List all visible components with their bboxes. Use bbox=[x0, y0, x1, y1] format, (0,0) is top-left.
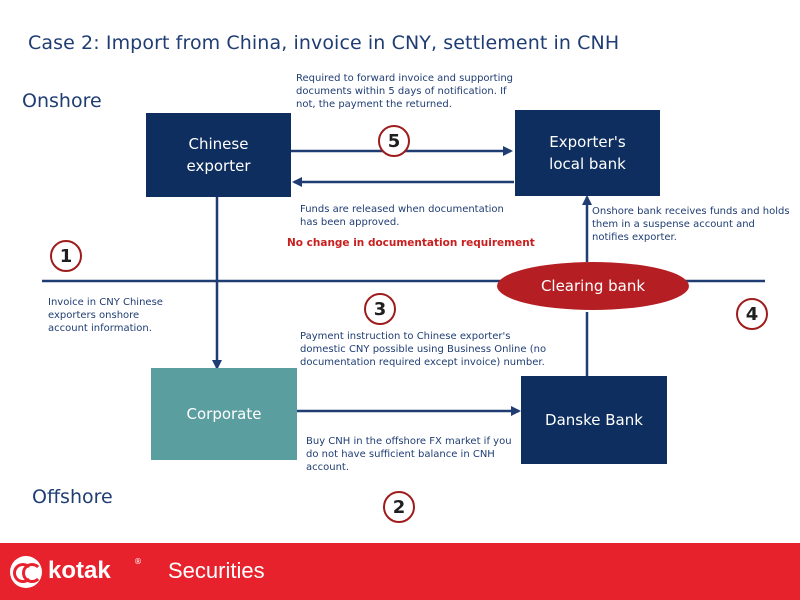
danske-bank-box: Danske Bank bbox=[521, 376, 667, 464]
step-1-badge: 1 bbox=[50, 240, 82, 272]
note-payment-instruction: Payment instruction to Chinese exporter'… bbox=[300, 331, 547, 368]
brand-name: kotak bbox=[48, 557, 111, 584]
exporters-bank-box: Exporter's local bank bbox=[515, 110, 660, 196]
note-invoice: Invoice in CNY Chinese exporters onshore… bbox=[48, 297, 163, 334]
chinese-exporter-box: Chinese exporter bbox=[146, 113, 291, 197]
corporate-box: Corporate bbox=[151, 368, 297, 460]
step-5-badge: 5 bbox=[378, 125, 410, 157]
brand-division: Securities bbox=[168, 558, 265, 583]
offshore-label: Offshore bbox=[32, 486, 113, 508]
note-buy-cnh: Buy CNH in the offshore FX market if you… bbox=[306, 436, 512, 473]
footer-bar bbox=[0, 543, 800, 600]
note-forward-docs: Required to forward invoice and supporti… bbox=[296, 73, 514, 110]
step-2-badge: 2 bbox=[383, 491, 415, 523]
clearing-bank-ellipse: Clearing bank bbox=[497, 262, 689, 310]
exporters-bank-label: Exporter's local bank bbox=[549, 133, 626, 173]
note-onshore-bank: Onshore bank receives funds and holds th… bbox=[592, 206, 790, 243]
corporate-label: Corporate bbox=[186, 405, 262, 423]
note-funds-released: Funds are released when documentation ha… bbox=[300, 204, 504, 228]
note-no-change: No change in documentation requirement bbox=[287, 237, 535, 249]
onshore-label: Onshore bbox=[22, 90, 102, 112]
step-3-badge: 3 bbox=[364, 293, 396, 325]
kotak-logo-icon bbox=[10, 556, 42, 588]
clearing-bank-label: Clearing bank bbox=[540, 277, 646, 295]
step-4-badge: 4 bbox=[736, 298, 768, 330]
danske-bank-label: Danske Bank bbox=[545, 411, 643, 429]
page-title: Case 2: Import from China, invoice in CN… bbox=[28, 32, 620, 54]
chinese-exporter-label: Chinese exporter bbox=[186, 135, 251, 175]
registered-mark: ® bbox=[134, 557, 142, 566]
